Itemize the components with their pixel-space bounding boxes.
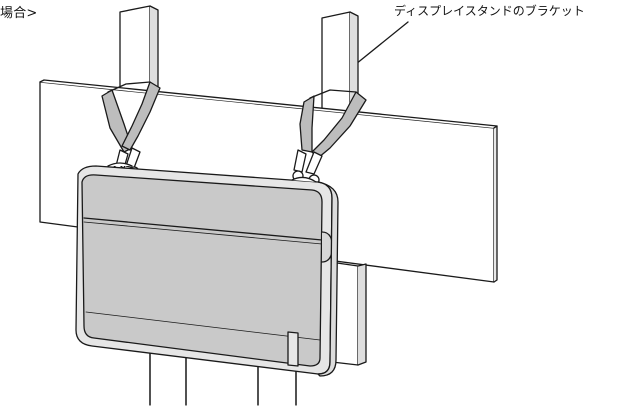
carrying-case — [75, 165, 339, 377]
bracket-right-upper — [321, 11, 359, 113]
case-side-depth — [317, 181, 339, 377]
case-pocket-seam — [83, 217, 323, 241]
strap-left — [101, 81, 161, 153]
case-label-tag — [287, 331, 299, 367]
callout-leader-line — [355, 21, 409, 65]
bracket-left-upper — [119, 5, 159, 101]
case-bottom-seam — [85, 311, 321, 341]
case-strap-loops — [107, 162, 317, 183]
section-heading: 場合> — [0, 6, 38, 21]
case-front-panel — [81, 174, 323, 367]
bracket-callout-label: ディスプレイスタンドのブラケット — [394, 4, 585, 18]
